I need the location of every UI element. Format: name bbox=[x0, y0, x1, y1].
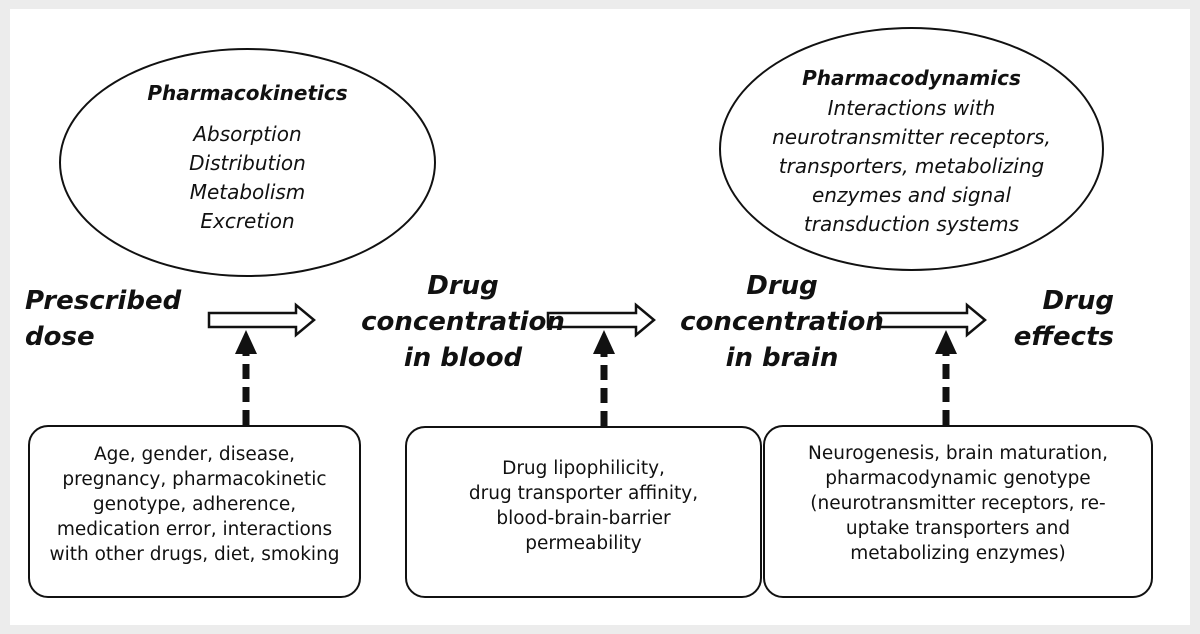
influence-arrow-1-head bbox=[235, 330, 257, 354]
factor-line: drug transporter affinity, bbox=[468, 483, 699, 504]
factor-line: medication error, interactions bbox=[56, 519, 333, 540]
pharmacodynamics-ellipse: Pharmacodynamics Interactions with neuro… bbox=[719, 27, 1104, 271]
pharmacodynamics-line: transporters, metabolizing bbox=[778, 154, 1045, 178]
stage-label-line: concentration bbox=[680, 307, 884, 337]
flow-arrow-3 bbox=[876, 302, 987, 338]
stage-label-line: Drug bbox=[746, 271, 818, 301]
factor-line: Age, gender, disease, bbox=[93, 444, 296, 465]
brain-penetration-factors-box: Drug lipophilicity, drug transporter aff… bbox=[405, 426, 762, 598]
stage-label-line: concentration bbox=[361, 307, 565, 337]
flow-arrow-1 bbox=[207, 302, 316, 338]
flow-arrow-2 bbox=[546, 302, 656, 338]
stage-drug-effects: Drug effects bbox=[1006, 283, 1114, 355]
pharmacodynamics-line: transduction systems bbox=[803, 212, 1020, 236]
factor-line: metabolizing enzymes) bbox=[850, 543, 1066, 564]
stage-concentration-brain: Drug concentration in brain bbox=[664, 268, 900, 376]
factor-line: permeability bbox=[525, 533, 642, 554]
pharmacodynamic-factors-box: Neurogenesis, brain maturation, pharmaco… bbox=[763, 425, 1153, 598]
factor-line: pharmacodynamic genotype bbox=[825, 468, 1091, 489]
stage-label-line: Drug bbox=[1042, 286, 1114, 316]
factor-line: blood-brain-barrier bbox=[496, 508, 671, 529]
pharmacokinetics-line: Excretion bbox=[200, 209, 295, 233]
factor-line: (neurotransmitter receptors, re- bbox=[810, 493, 1106, 514]
factor-line: with other drugs, diet, smoking bbox=[49, 544, 340, 565]
factor-line: Drug lipophilicity, bbox=[502, 458, 665, 479]
stage-concentration-blood: Drug concentration in blood bbox=[345, 268, 581, 376]
factor-line: uptake transporters and bbox=[845, 518, 1071, 539]
pharmacokinetics-line: Metabolism bbox=[189, 180, 306, 204]
pharmacodynamics-line: enzymes and signal bbox=[811, 183, 1012, 207]
pharmacokinetic-factors-box: Age, gender, disease, pregnancy, pharmac… bbox=[28, 425, 361, 598]
stage-label-line: in brain bbox=[725, 343, 839, 373]
factor-line: pregnancy, pharmacokinetic bbox=[62, 469, 327, 490]
factor-line: Neurogenesis, brain maturation, bbox=[808, 443, 1108, 464]
pharmacokinetics-line: Absorption bbox=[193, 122, 302, 146]
pharmacokinetics-line: Distribution bbox=[189, 151, 306, 175]
stage-label-line: Prescribed bbox=[25, 286, 182, 316]
pharmacodynamics-line: neurotransmitter receptors, bbox=[772, 125, 1051, 149]
pharmacokinetics-ellipse: Pharmacokinetics Absorption Distribution… bbox=[59, 48, 436, 277]
stage-label-line: in blood bbox=[403, 343, 523, 373]
stage-label-line: Drug bbox=[427, 271, 499, 301]
stage-label-line: dose bbox=[25, 322, 95, 352]
pharmacokinetics-title: Pharmacokinetics bbox=[147, 81, 348, 105]
stage-prescribed-dose: Prescribed dose bbox=[25, 283, 181, 355]
pharmacodynamics-line: Interactions with bbox=[827, 96, 996, 120]
influence-arrow-3-head bbox=[935, 330, 957, 354]
pharmacodynamics-title: Pharmacodynamics bbox=[802, 66, 1021, 90]
stage-label-line: effects bbox=[1013, 322, 1114, 352]
factor-line: genotype, adherence, bbox=[92, 494, 297, 515]
influence-arrow-2-head bbox=[593, 330, 615, 354]
